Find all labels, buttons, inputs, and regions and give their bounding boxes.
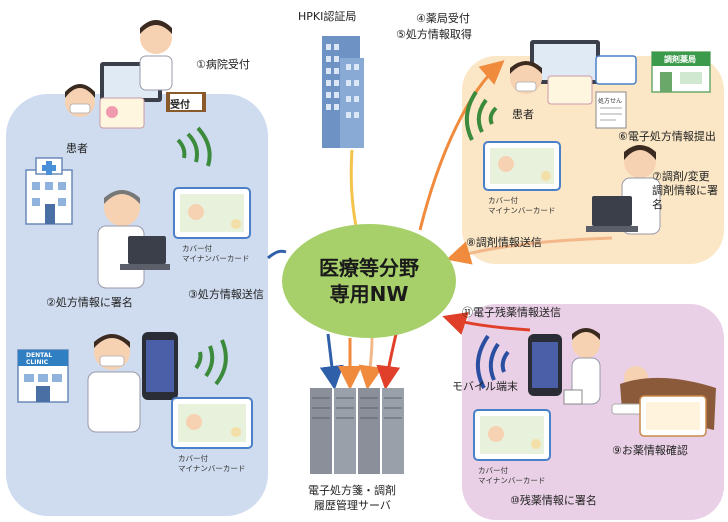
card-label-line2: マイナンバーカード <box>182 254 250 263</box>
doctor-laptop-icon <box>97 190 170 289</box>
pharmacy-patient-label: 患者 <box>512 108 534 121</box>
mynumber-card-icon <box>171 397 253 449</box>
card-label-line1: カバー付 <box>478 466 508 475</box>
mobile-terminal-icon <box>528 334 562 396</box>
card-label-line2: マイナンバーカード <box>478 476 546 485</box>
nurse-icon <box>563 328 601 405</box>
step5-label: ⑤処方情報取得 <box>396 28 472 41</box>
mynumber-card-icon <box>473 409 551 461</box>
hospital-building-icon <box>25 157 73 225</box>
pharmacy-store-icon <box>651 51 711 93</box>
mynumber-card-icon <box>173 187 251 239</box>
step7-label-line1: ⑦調剤/変更 <box>652 170 710 183</box>
mynumber-card-icon <box>639 395 707 437</box>
arrow-hub-to-pharmacy-receive <box>418 60 505 231</box>
step3-label: ③処方情報送信 <box>188 288 264 301</box>
server-label-line2: 履歴管理サーバ <box>314 499 391 512</box>
patient-icon <box>65 84 145 129</box>
dental-sign-line1: DENTAL <box>26 352 53 359</box>
medical-network-hub: 医療等分野 専用NW <box>282 224 456 338</box>
pharmacist-laptop-icon <box>586 145 661 235</box>
arrow-pharmacy-to-hub <box>446 236 613 265</box>
arrow-home-to-hub <box>442 312 531 335</box>
card-label-line1: カバー付 <box>182 244 212 253</box>
arrow-hub-to-server-4 <box>376 333 401 390</box>
hpki-label: HPKI認証局 <box>298 10 357 23</box>
dental-clinic-icon <box>17 349 69 403</box>
card-label-line2: マイナンバーカード <box>178 464 246 473</box>
prescription-sheet-icon <box>595 91 627 129</box>
step4-label: ④薬局受付 <box>416 12 470 25</box>
home-signal-icon <box>476 334 510 389</box>
pharmacy-signal-icon <box>464 90 498 141</box>
dentist-phone-icon <box>87 332 178 433</box>
prescription-label: 処方せん <box>598 98 623 105</box>
arrow-hub-to-server-1 <box>319 333 344 390</box>
dental-sign-line2: CLINIC <box>26 359 49 366</box>
step1-label: ①病院受付 <box>196 58 250 71</box>
arrow-hospital-to-hub <box>267 249 287 260</box>
hospital-patient-label: 患者 <box>66 142 88 155</box>
step7-label-line2: 調剤情報に署 <box>652 184 718 197</box>
step2-label: ②処方情報に署名 <box>46 296 133 309</box>
pharmacy-store-sign: 調剤薬局 <box>664 55 696 64</box>
arrow-hub-to-server-3 <box>358 337 383 390</box>
server-label-line1: 電子処方箋・調剤 <box>308 484 396 497</box>
dentist-signal-icon <box>194 339 228 386</box>
step9-label: ⑨お薬情報確認 <box>612 444 688 457</box>
step11-label: ⑪電子残薬情報送信 <box>462 306 561 319</box>
card-label-line1: カバー付 <box>178 454 208 463</box>
step6-label: ⑥電子処方情報提出 <box>618 130 716 143</box>
step10-label: ⑩残薬情報に署名 <box>510 494 597 507</box>
card-label-line1: カバー付 <box>488 196 518 205</box>
mynumber-card-icon <box>483 141 561 191</box>
server-rack-icon <box>310 388 404 474</box>
doctor-reception-icon <box>100 20 206 112</box>
step7-label-line3: 名 <box>652 198 663 211</box>
hospital-signal-icon <box>176 126 212 167</box>
hpki-building-icon <box>322 36 364 148</box>
hub-title-line1: 医療等分野 <box>319 256 419 280</box>
reception-sign: 受付 <box>170 100 190 111</box>
hub-title-line2: 専用NW <box>329 282 409 306</box>
mobile-terminal-label: モバイル端末 <box>452 380 518 393</box>
pharmacy-patient-icon <box>510 40 637 105</box>
card-label-line2: マイナンバーカード <box>488 206 556 215</box>
arrow-hpki-to-hub <box>349 149 358 227</box>
step8-label: ⑧調剤情報送信 <box>466 236 542 249</box>
